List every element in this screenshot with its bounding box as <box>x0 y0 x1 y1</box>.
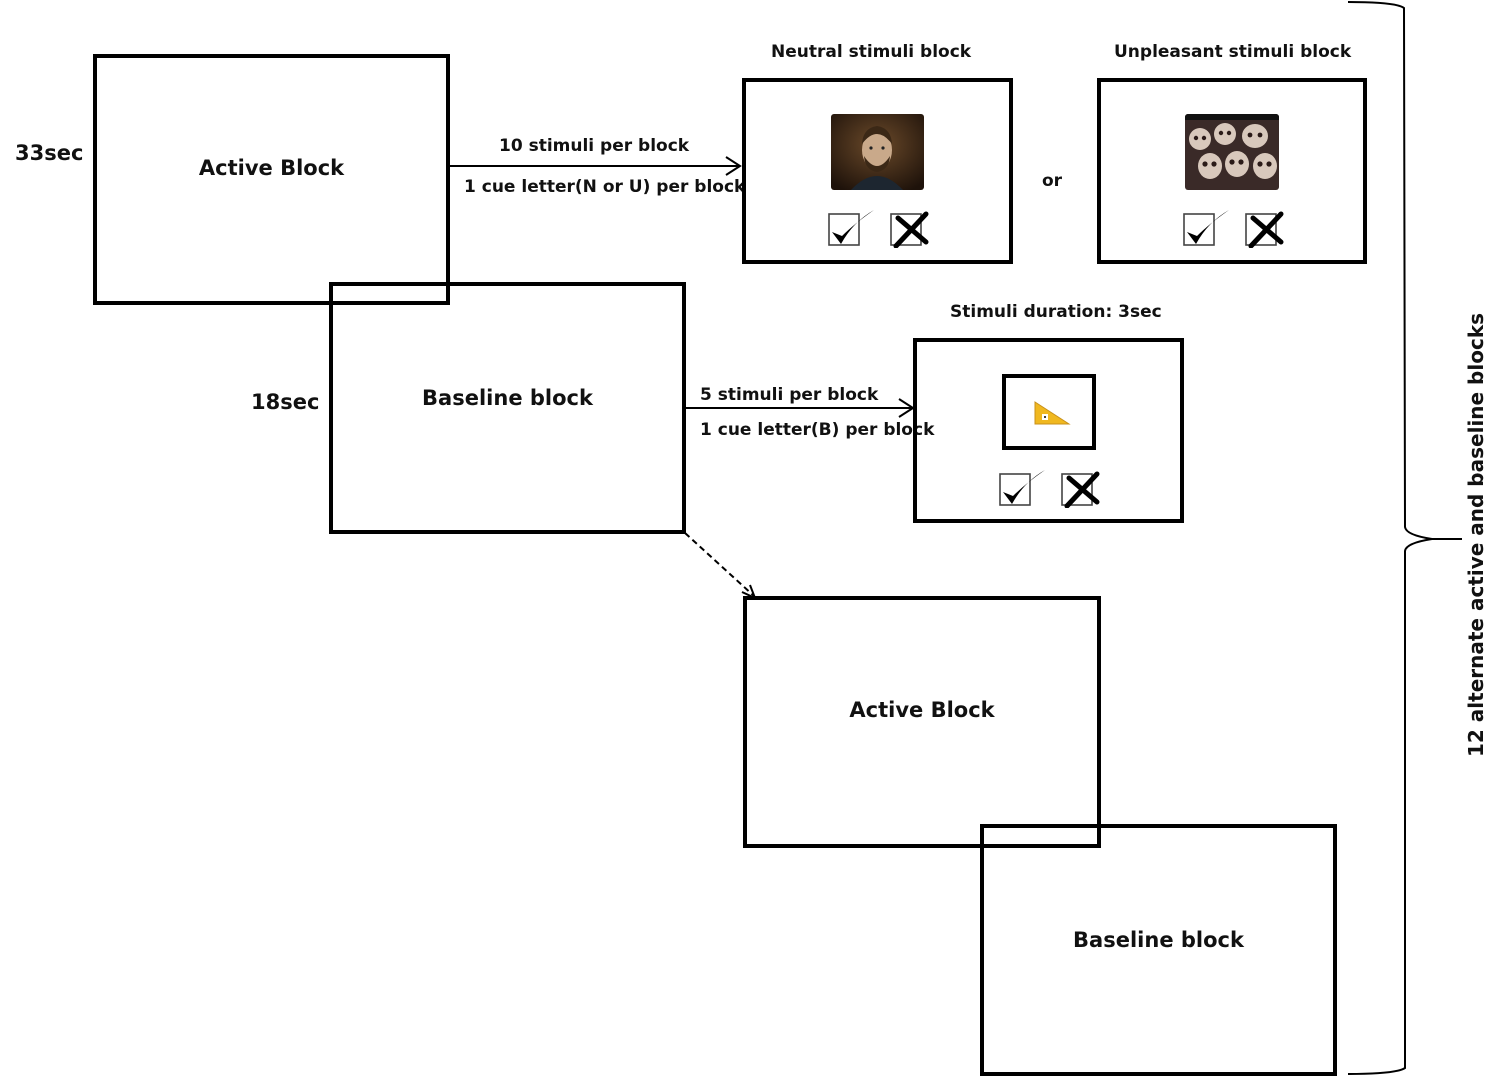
active-duration-label: 33sec <box>15 141 84 165</box>
unpleasant-stimuli-panel <box>1097 78 1367 264</box>
baseline-block-1-label: Baseline block <box>422 386 593 410</box>
unpleasant-panel-title: Unpleasant stimuli block <box>1114 42 1352 62</box>
baseline-stimuli-panel <box>913 338 1184 523</box>
check-icon <box>999 468 1049 512</box>
brace-label: 12 alternate active and baseline blocks <box>1464 312 1488 757</box>
active-block-2-label: Active Block <box>849 698 995 722</box>
yellow-triangle-shape <box>1034 401 1071 425</box>
cross-icon <box>890 208 934 252</box>
baseline-block-2-label: Baseline block <box>1073 928 1244 952</box>
skulls-photo-image <box>1185 114 1279 190</box>
baseline-to-stimuli-arrow <box>686 398 915 418</box>
active-block-2: Active Block <box>743 596 1101 848</box>
check-icon <box>828 208 878 252</box>
or-separator: or <box>1042 171 1063 191</box>
baseline-duration-label: 18sec <box>251 390 320 414</box>
neutral-panel-title: Neutral stimuli block <box>771 42 972 62</box>
baseline-block-1: Baseline block <box>329 282 686 534</box>
active-block-1: Active Block <box>93 54 450 305</box>
curly-brace <box>1347 1 1462 1075</box>
active-to-stimuli-arrow <box>450 156 742 176</box>
dashed-continuation-arrow <box>684 532 757 600</box>
cross-icon <box>1245 208 1289 252</box>
cross-icon <box>1061 468 1105 512</box>
stimulus-frame <box>1002 374 1096 450</box>
baseline-arrow-label-stimuli: 5 stimuli per block <box>700 385 879 405</box>
check-icon <box>1183 208 1233 252</box>
neutral-stimuli-panel <box>742 78 1013 264</box>
active-arrow-label-stimuli: 10 stimuli per block <box>499 136 690 156</box>
active-arrow-label-cue: 1 cue letter(N or U) per block <box>464 177 746 197</box>
baseline-block-2: Baseline block <box>980 824 1337 1076</box>
active-block-1-label: Active Block <box>198 156 345 180</box>
baseline-panel-title: Stimuli duration: 3sec <box>950 302 1162 322</box>
face-photo-image <box>831 114 924 190</box>
baseline-arrow-label-cue: 1 cue letter(B) per block <box>700 420 935 440</box>
